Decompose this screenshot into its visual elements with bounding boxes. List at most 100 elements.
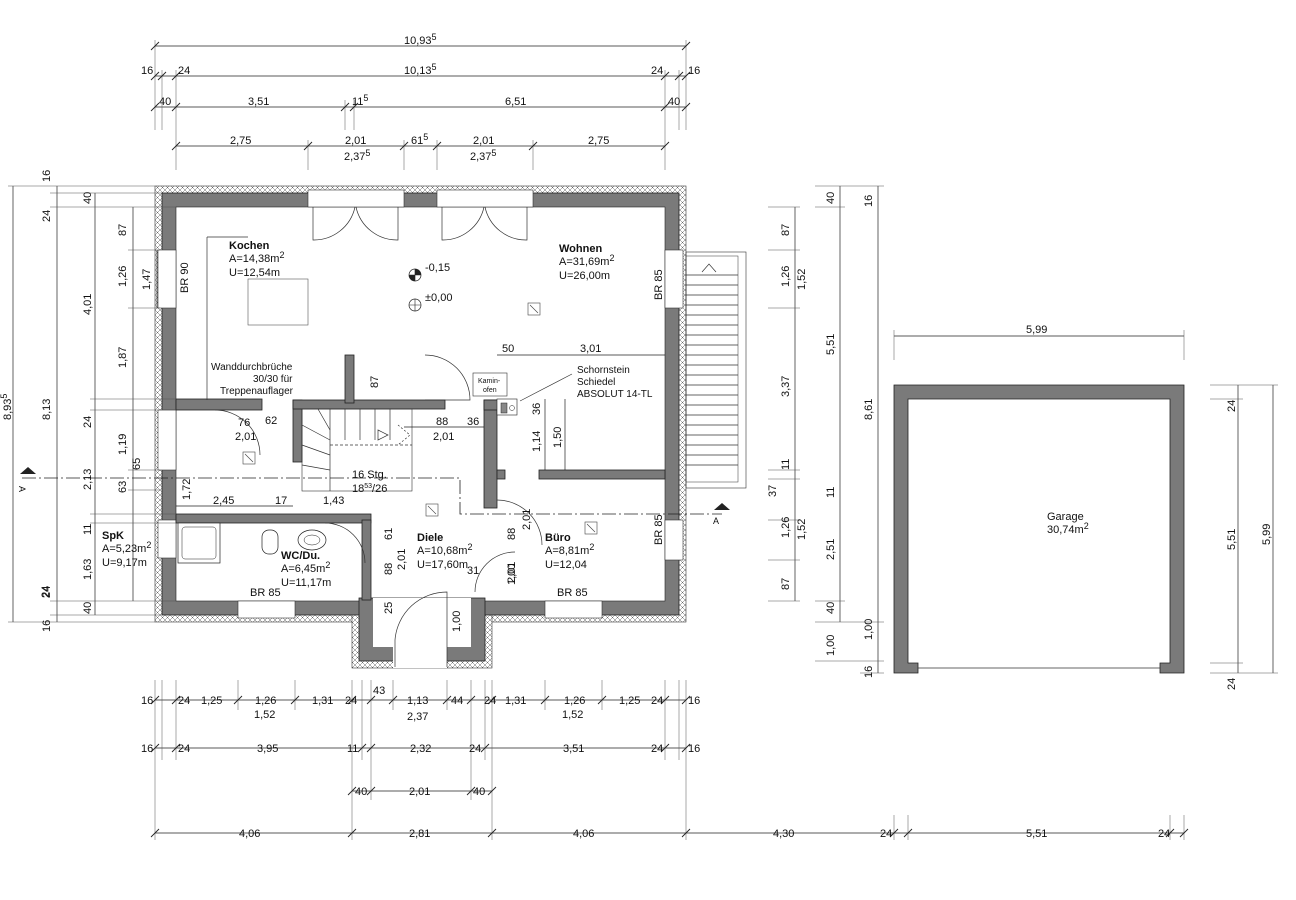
dim-int-36b: 36 [531, 403, 543, 415]
label-br85-wc: BR 85 [250, 587, 281, 599]
label-br85-right-bottom: BR 85 [653, 514, 665, 545]
dim-garage-24-bottom: 24 [1226, 678, 1238, 690]
dim-top4-275-left: 2,75 [230, 135, 251, 147]
room-wohnen-area: A=31,69m2 [559, 253, 614, 268]
dimension-text: 10,935 16 24 10,135 24 16 40 3,51 115 6,… [0, 32, 1273, 840]
dim-int-br172: 1,72 [181, 479, 193, 500]
dimension-lines [8, 40, 1278, 840]
dim-left3-40-bottom: 40 [82, 602, 94, 614]
dim-top4-237-right: 2,375 [470, 148, 496, 163]
kitchen-island [247, 278, 309, 326]
garage [893, 384, 1185, 674]
dim-top4-201-left: 2,01 [345, 135, 366, 147]
dim-int-17: 17 [275, 495, 287, 507]
room-labels: Kochen A=14,38m2 U=12,54m Wohnen A=31,69… [102, 240, 1089, 589]
room-wc-area: A=6,45m2 [281, 560, 330, 575]
dim-top4-237-left: 2,375 [344, 148, 370, 163]
dim-int-50: 50 [502, 343, 514, 355]
dim-left4-187: 1,87 [117, 347, 129, 368]
dim-left4-119: 1,19 [117, 434, 129, 455]
label-br85-right-top: BR 85 [653, 269, 665, 300]
dim-int-36a: 36 [467, 416, 479, 428]
room-buero-name: Büro [545, 532, 571, 544]
dim-int-150: 1,50 [552, 427, 564, 448]
dim-garage-top: 5,99 [1026, 324, 1047, 336]
room-kochen-name: Kochen [229, 240, 270, 252]
level-zero: ±0,00 [425, 292, 452, 304]
dim-left-outer: 8,935 [0, 394, 14, 420]
dim-left3-213: 2,13 [82, 469, 94, 490]
room-wc-name: WC/Du. [281, 550, 320, 562]
dim-int-201d: 2,01 [521, 509, 533, 530]
dim-left4-65: 65 [131, 458, 143, 470]
dim-left4-163: 1,63 [82, 559, 94, 580]
dim-right3-16-bottom: 16 [863, 666, 875, 678]
label-br90: BR 90 [179, 262, 191, 293]
dim-bot3-40-right: 40 [473, 786, 485, 798]
dim-bot1-43: 43 [373, 685, 385, 697]
dim-right2-40-bottom: 40 [825, 602, 837, 614]
toilet [261, 529, 279, 555]
room-spk-name: SpK [102, 530, 124, 542]
dim-bot2-24-mid: 24 [469, 743, 481, 755]
dim-int-201b: 2,01 [433, 431, 454, 443]
dim-left3-24: 24 [82, 416, 94, 428]
stairs-ratio: 1853/26 [352, 483, 387, 495]
schornstein-line2: Schiedel [577, 377, 615, 388]
section-marker-left: A [17, 486, 27, 492]
room-wc-perimeter: U=11,17m [281, 577, 331, 589]
dim-top4-275-right: 2,75 [588, 135, 609, 147]
wanddurch-line1: Wanddurchbrüche [211, 362, 293, 373]
dim-int-62: 62 [265, 415, 277, 427]
dim-int-201e: 2,01 [506, 562, 518, 583]
dim-bot4-281: 2,81 [409, 828, 430, 840]
dim-left4-11: 11 [82, 524, 94, 535]
dim-garage-599: 5,99 [1261, 524, 1273, 545]
schornstein-line1: Schornstein [577, 365, 630, 376]
dim-left-16-bottom: 16 [41, 620, 53, 632]
dim-bot1-113: 1,13 [407, 695, 428, 707]
dim-bot3-201: 2,01 [409, 786, 430, 798]
dim-bot1-152-left: 1,52 [254, 709, 275, 721]
dim-top3-40-left: 40 [159, 96, 171, 108]
room-diele-perimeter: U=17,60m [417, 559, 468, 571]
dim-bot4-406-right: 4,06 [573, 828, 594, 840]
section-line: A A [17, 467, 730, 526]
dim-bot1-131-left: 1,31 [312, 695, 333, 707]
annotations: -0,15 ±0,00 Wanddurchbrüche 30/30 für Tr… [179, 262, 665, 599]
dim-bot4-551: 5,51 [1026, 828, 1047, 840]
dim-right2-251: 2,51 [825, 539, 837, 560]
dim-right2-100: 1,00 [825, 635, 837, 656]
dim-int-31: 31 [467, 565, 479, 577]
dim-int-87: 87 [369, 376, 381, 388]
dim-bot1-126-left: 1,26 [255, 695, 276, 707]
dim-int-143: 1,43 [323, 495, 344, 507]
dim-top-24-right: 24 [651, 65, 663, 77]
dim-right-152-bottom: 1,52 [796, 519, 808, 540]
dim-right-87-top: 87 [780, 224, 792, 236]
dim-bot1-24-mid-left: 24 [345, 695, 357, 707]
terrace-stair [685, 251, 747, 489]
dim-int-100a: 1,00 [451, 611, 463, 632]
dim-right3-100: 1,00 [863, 619, 875, 640]
room-wohnen-name: Wohnen [559, 243, 602, 255]
dim-bot1-237: 2,37 [407, 711, 428, 723]
dim-bot2-11: 11 [347, 743, 358, 755]
schornstein-line3: ABSOLUT 14-TL [577, 389, 653, 400]
dim-top3-11: 115 [352, 93, 368, 108]
dim-top3-40-right: 40 [668, 96, 680, 108]
dim-top-overall: 10,935 [404, 32, 437, 47]
shower-tray [177, 522, 221, 564]
kaminofen-line1: Kamin- [478, 378, 501, 385]
dim-bot2-24-right: 24 [651, 743, 663, 755]
dim-int-88a: 88 [436, 416, 448, 428]
room-garage-name: Garage [1047, 511, 1084, 523]
room-garage-area: 30,74m2 [1047, 521, 1089, 536]
washbasin [297, 529, 327, 551]
dim-right-152-top: 1,52 [796, 269, 808, 290]
dim-right3-861: 8,61 [863, 399, 875, 420]
dim-right-337: 3,37 [780, 376, 792, 397]
dim-bot3-40-left: 40 [355, 786, 367, 798]
room-spk-area: A=5,23m2 [102, 540, 151, 555]
dim-left-24-bottom: 24 [41, 586, 53, 598]
